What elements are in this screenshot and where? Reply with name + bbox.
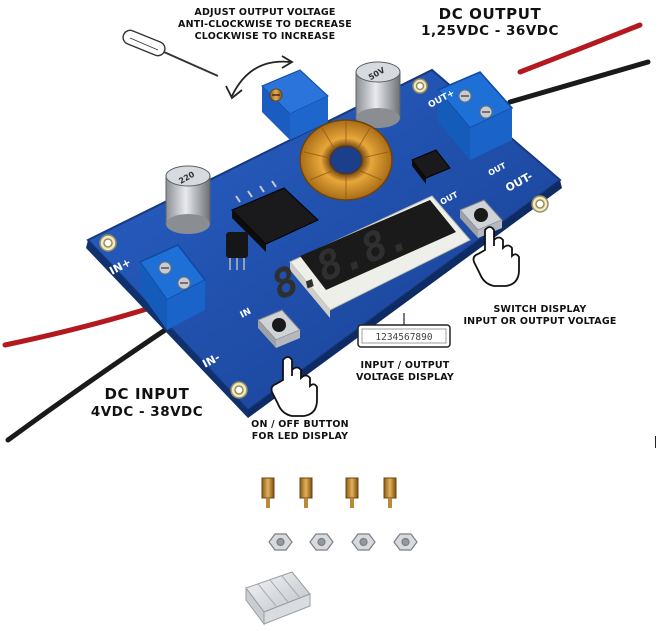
digit-strip-callout: 1234567890 xyxy=(357,324,451,348)
screwdriver-icon xyxy=(122,29,219,77)
hand-pointer-icon xyxy=(270,356,318,417)
input-terminal-block xyxy=(138,244,207,330)
switch-display-line2: INPUT OR OUTPUT VOLTAGE xyxy=(463,316,617,327)
black-output-wire xyxy=(507,59,651,105)
aluminium-heatsink xyxy=(245,571,311,626)
schottky-diode xyxy=(411,149,451,184)
dc-output-range: 1,25VDC - 36VDC xyxy=(421,23,559,39)
mounting-holes xyxy=(99,78,549,399)
output-capacitor: 50V xyxy=(355,61,401,128)
red-output-wire xyxy=(517,22,643,75)
display-switch-button xyxy=(459,199,503,238)
segment-strip-text: 1234567890 xyxy=(375,332,432,343)
hand-pointer-icon xyxy=(472,226,520,287)
output-terminal-block xyxy=(436,71,514,160)
rotation-arrow-icon xyxy=(225,55,294,100)
input-capacitor: 220 xyxy=(165,165,211,234)
potentiometer xyxy=(261,69,329,140)
dc-input-range: 4VDC - 38VDC xyxy=(90,404,204,420)
silk-in: IN xyxy=(239,307,253,321)
toroid-inductor xyxy=(299,119,393,201)
onoff-label-line1: ON / OFF BUTTON xyxy=(251,419,349,430)
onoff-label-line2: FOR LED DISPLAY xyxy=(251,431,349,442)
led-onoff-button xyxy=(257,309,301,348)
text-cursor-mark xyxy=(655,436,656,448)
display-label-line1: INPUT / OUTPUT xyxy=(360,360,450,371)
brass-standoffs xyxy=(261,477,397,508)
regulator-ic xyxy=(231,180,319,252)
black-input-wire xyxy=(5,317,183,443)
display-label-line2: VOLTAGE DISPLAY xyxy=(355,372,455,383)
switch-display-line1: SWITCH DISPLAY xyxy=(493,304,587,315)
transistor xyxy=(226,232,248,270)
dc-input-title: DC INPUT xyxy=(104,385,190,403)
dc-output-title: DC OUTPUT xyxy=(438,5,542,23)
adjust-voltage-line3: CLOCKWISE TO INCREASE xyxy=(194,31,336,42)
hex-nuts xyxy=(268,533,418,551)
adjust-voltage-line2: ANTI-CLOCKWISE TO DECREASE xyxy=(178,19,352,30)
adjust-voltage-line1: ADJUST OUTPUT VOLTAGE xyxy=(194,7,336,18)
